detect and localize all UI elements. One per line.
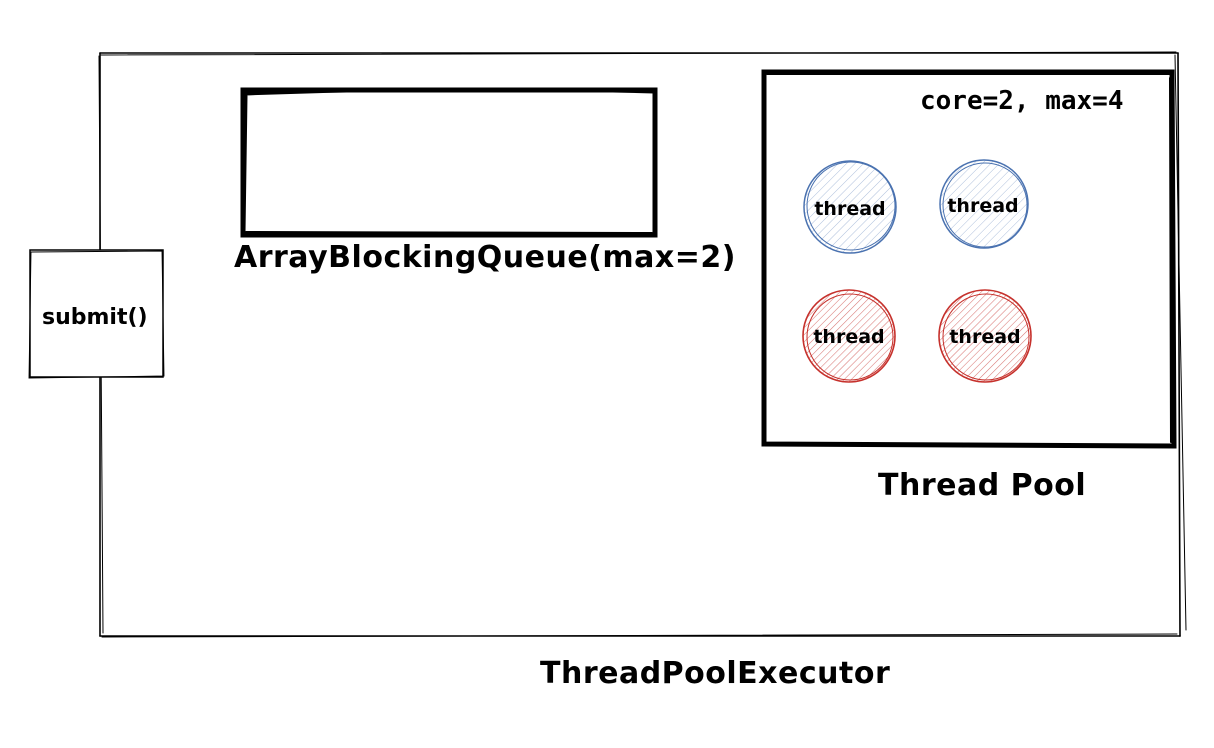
thread-circle-2 [939,159,1029,249]
thread-label: thread [814,198,886,220]
queue-label: ArrayBlockingQueue(max=2) [234,240,736,275]
thread-label: thread [947,195,1019,217]
thread-pool-box [761,69,1177,449]
executor-box [98,51,1187,638]
thread-label: thread [813,326,885,348]
pool-config-label: core=2, max=4 [920,86,1124,116]
submit-label: submit() [42,305,148,330]
thread-circle-3 [802,289,896,383]
thread-pool-label: Thread Pool [878,468,1087,503]
thread-label: thread [949,326,1021,348]
submit-box [28,249,165,379]
executor-label: ThreadPoolExecutor [540,656,891,691]
thread-circle-4 [938,289,1032,383]
thread-circle-1 [803,160,897,254]
queue-box [240,87,658,238]
